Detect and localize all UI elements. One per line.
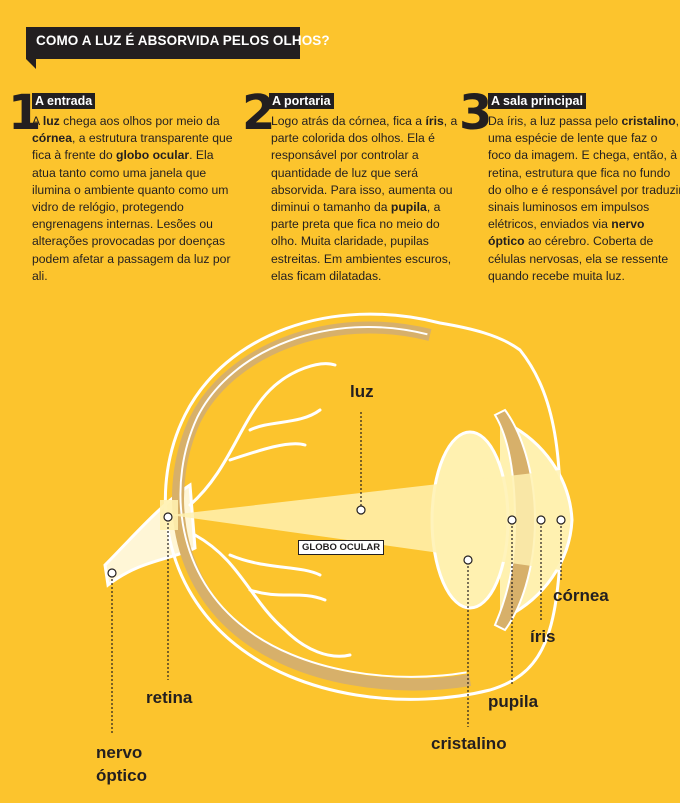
blood-vessels <box>188 362 352 658</box>
label-iris: íris <box>530 627 556 646</box>
section-body: A luz chega aos olhos por meio da córnea… <box>32 114 233 283</box>
label-cornea: córnea <box>553 586 609 605</box>
label-retina: retina <box>146 688 193 707</box>
light-beam <box>170 470 560 570</box>
title-banner: COMO A LUZ É ABSORVIDA PELOS OLHOS? <box>26 27 330 69</box>
page-title: COMO A LUZ É ABSORVIDA PELOS OLHOS? <box>36 33 330 48</box>
banner-fold <box>26 59 36 69</box>
section-number: 3 <box>459 85 493 141</box>
eye-diagram <box>103 312 574 735</box>
label-pupila: pupila <box>488 692 539 711</box>
section-title: A sala principal <box>488 93 586 109</box>
section-title: A entrada <box>32 93 96 109</box>
section-title: A portaria <box>269 93 334 109</box>
label-nervo-line1: nervo <box>96 743 143 762</box>
section-body: Da íris, a luz passa pelo cristalino, um… <box>488 114 680 283</box>
globo-ocular-tag: GLOBO OCULAR <box>298 540 385 555</box>
label-cristalino: cristalino <box>431 734 507 753</box>
label-luz: luz <box>350 382 374 401</box>
section-body: Logo atrás da córnea, fica a íris, a par… <box>271 114 458 283</box>
label-nervo-line2: óptico <box>96 766 147 785</box>
sclera-outer <box>163 312 563 701</box>
